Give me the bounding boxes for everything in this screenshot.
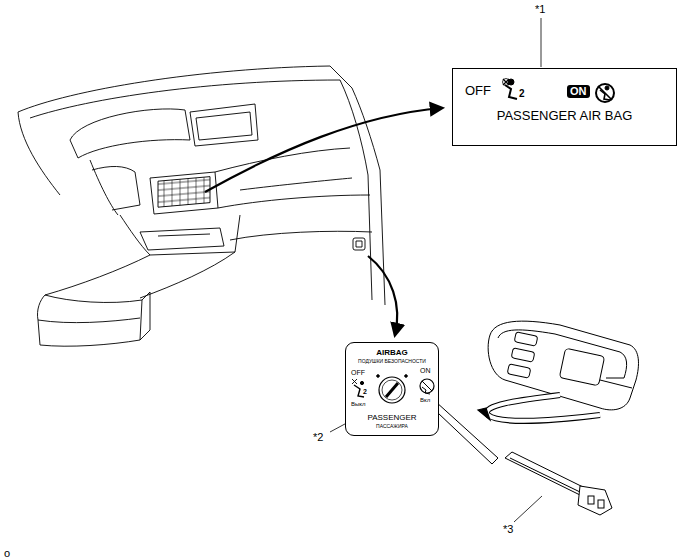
pointer-arrows [205, 108, 442, 335]
callout-number: *2 [312, 432, 324, 443]
removal-arrow [478, 395, 600, 421]
panel-text: Вкл [420, 397, 430, 403]
figure-id: o [3, 548, 11, 559]
panel-text: AIRBAG [346, 349, 438, 357]
panel-text: ON [567, 85, 590, 98]
symbol [503, 79, 615, 103]
panel-text: ПАССАЖИРА [346, 424, 438, 429]
symbol [352, 375, 434, 403]
indicator-panel: OFF 2 ON PASSENGER AIR BAG [452, 68, 677, 146]
panel-text: 2 [519, 89, 525, 99]
leader-lines [330, 18, 542, 522]
panel-text: OFF [465, 84, 491, 97]
panel-text: PASSENGER AIR BAG [453, 109, 676, 122]
callout-number: *1 [534, 4, 546, 15]
dashboard [18, 66, 385, 346]
panel-text: PASSENGER [346, 414, 438, 422]
icons [453, 69, 678, 147]
panel-text: ПОДУШКИ БЕЗОПАСНОСТИ [346, 359, 438, 364]
cutoff-switch-plate: AIRBAG ПОДУШКИ БЕЗОПАСНОСТИ OFF 2Выкл ON ВклP… [345, 342, 439, 436]
panel-text: ON [420, 367, 431, 374]
callout-number: *3 [502, 524, 514, 535]
icons [346, 343, 440, 437]
panel-text: 2 [363, 388, 367, 395]
mechanical-key [505, 452, 612, 515]
key-fob [488, 321, 638, 410]
panel-text: OFF [351, 369, 365, 376]
panel-text: Выкл [351, 401, 366, 407]
